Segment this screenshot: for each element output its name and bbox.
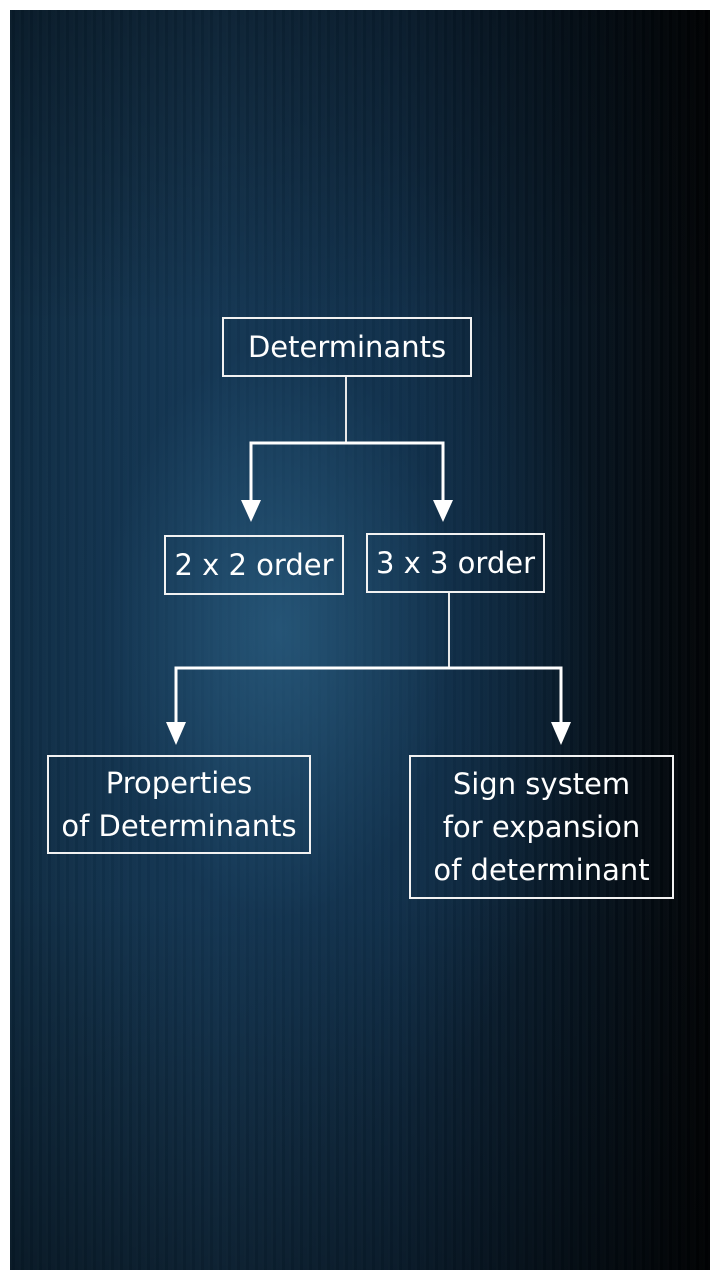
arrow-to-sign-system: [551, 722, 571, 745]
node-determinants: Determinants: [222, 317, 472, 377]
arrow-to-properties: [166, 722, 186, 745]
node-label: 2 x 2 order: [174, 547, 334, 582]
background: [10, 10, 710, 1270]
node-label: Properties: [105, 765, 253, 800]
node-label: Determinants: [247, 329, 447, 364]
node-properties-of-determinants: Properties of Determinants: [47, 755, 311, 854]
node-label: of Determinants: [61, 808, 297, 843]
3x3-branch-line: [174, 666, 563, 730]
arrow-to-2x2: [241, 500, 261, 522]
node-3x3-order: 3 x 3 order: [366, 533, 545, 593]
node-label: 3 x 3 order: [375, 545, 536, 580]
node-label: of determinant: [433, 852, 650, 887]
node-2x2-order: 2 x 2 order: [164, 535, 344, 595]
arrow-to-3x3: [433, 500, 453, 522]
node-label: Sign system: [452, 766, 631, 801]
node-label: for expansion: [442, 809, 641, 844]
node-sign-system: Sign system for expansion of determinant: [409, 755, 674, 899]
root-branch-line: [249, 441, 445, 510]
